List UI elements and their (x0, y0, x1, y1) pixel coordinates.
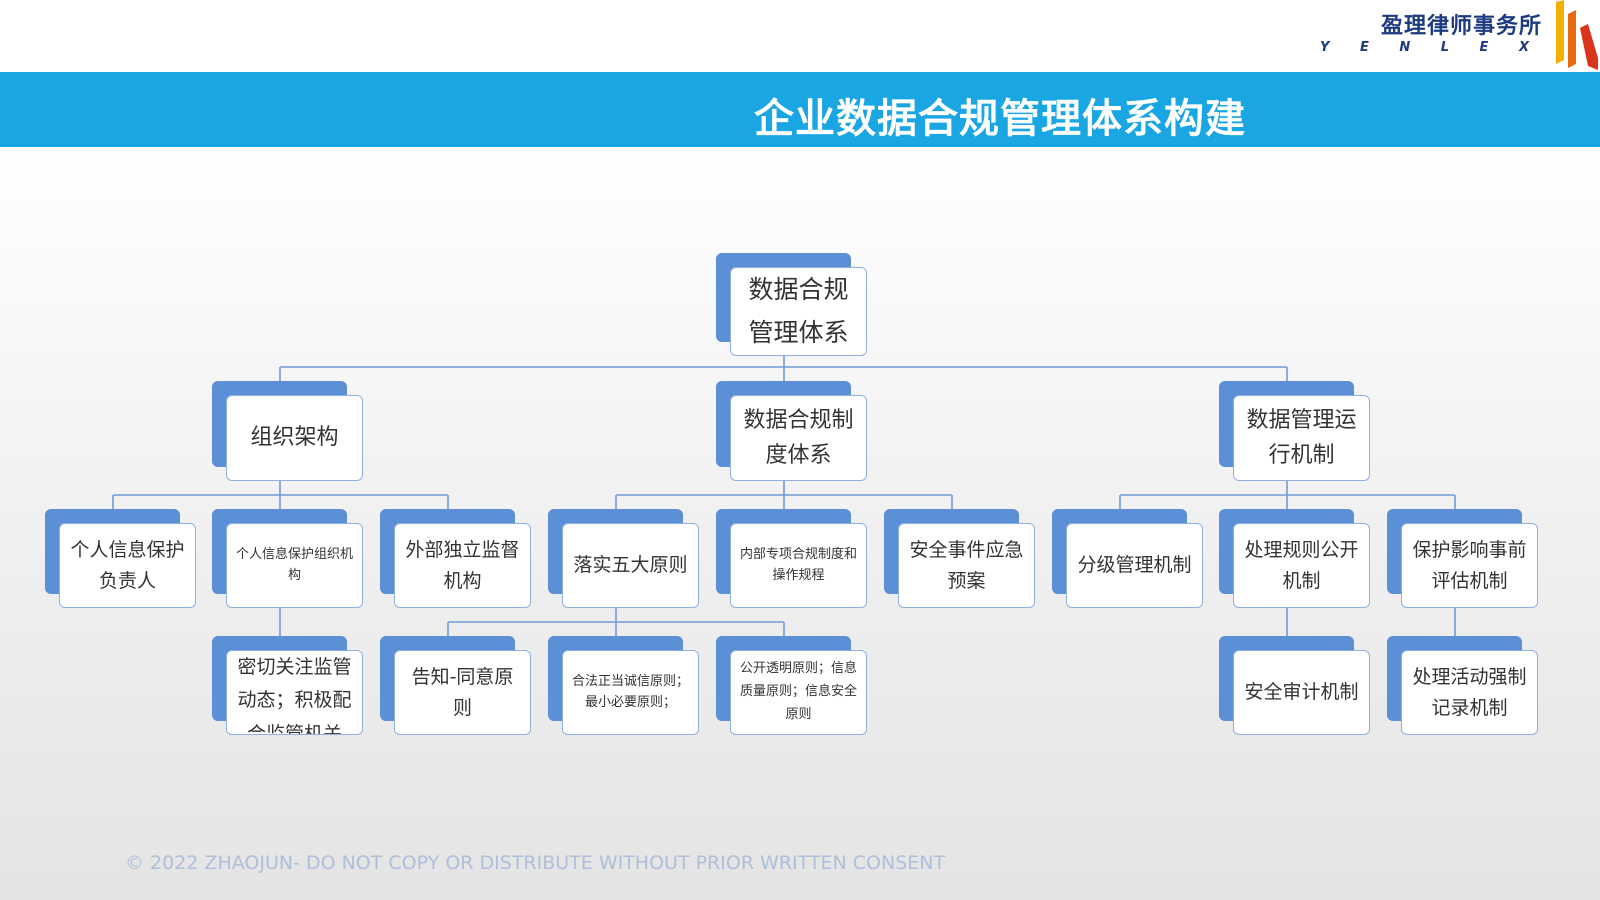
node-label: 数据合规 管理体系 (730, 267, 867, 356)
node-label: 内部专项合规制度和 操作规程 (730, 523, 867, 608)
node-label: 外部独立监督 机构 (394, 523, 531, 608)
node-label: 公开透明原则；信息 质量原则；信息安全 原则 (730, 650, 867, 735)
node-label: 个人信息保护 负责人 (59, 523, 196, 608)
tree-node-pi-officer: 个人信息保护 负责人 (45, 509, 196, 608)
page-title: 企业数据合规管理体系构建 (754, 96, 1246, 142)
tree-node-rules-disclosure: 处理规则公开 机制 (1219, 509, 1370, 608)
node-label: 密切关注监管 动态；积极配 合监管机关 (226, 650, 363, 735)
copyright-notice: © 2022 ZHAOJUN- DO NOT COPY OR DISTRIBUT… (125, 852, 946, 874)
tree-node-transparency-quality: 公开透明原则；信息 质量原则；信息安全 原则 (716, 636, 867, 735)
title-bar: 企业数据合规管理体系构建 (0, 72, 1600, 147)
tree-node-root: 数据合规 管理体系 (716, 253, 867, 356)
tree-node-impact-assessment: 保护影响事前 评估机制 (1387, 509, 1538, 608)
tree-node-incident-plan: 安全事件应急 预案 (884, 509, 1035, 608)
tree-node-internal-rules: 内部专项合规制度和 操作规程 (716, 509, 867, 608)
tree-node-tiered-management: 分级管理机制 (1052, 509, 1203, 608)
logo-mark-icon (1556, 0, 1598, 70)
tree-node-org: 组织架构 (212, 381, 363, 481)
firm-logo: 盈理律师事务所 Y E N L E X (1320, 0, 1600, 72)
tree-node-external-supervision: 外部独立监督 机构 (380, 509, 531, 608)
node-label: 合法正当诚信原则； 最小必要原则； (562, 650, 699, 735)
logo-name-cn: 盈理律师事务所 (1380, 14, 1542, 39)
node-label: 安全审计机制 (1233, 650, 1370, 735)
tree-node-processing-records: 处理活动强制 记录机制 (1387, 636, 1538, 735)
tree-node-pi-organization: 个人信息保护组织机 构 (212, 509, 363, 608)
node-label: 分级管理机制 (1066, 523, 1203, 608)
tree-node-regulator-cooperation: 密切关注监管 动态；积极配 合监管机关 (212, 636, 363, 735)
tree-node-ops: 数据管理运 行机制 (1219, 381, 1370, 481)
node-label: 数据管理运 行机制 (1233, 395, 1370, 481)
header (0, 0, 1600, 72)
tree-node-five-principles: 落实五大原则 (548, 509, 699, 608)
node-label: 安全事件应急 预案 (898, 523, 1035, 608)
node-label: 个人信息保护组织机 构 (226, 523, 363, 608)
node-label: 落实五大原则 (562, 523, 699, 608)
node-label: 告知-同意原 则 (394, 650, 531, 735)
tree-node-lawful-minimal: 合法正当诚信原则； 最小必要原则； (548, 636, 699, 735)
logo-name-en: Y E N L E X (1320, 40, 1542, 55)
node-label: 数据合规制 度体系 (730, 395, 867, 481)
node-label: 组织架构 (226, 395, 363, 481)
tree-node-notice-consent: 告知-同意原 则 (380, 636, 531, 735)
node-label: 处理活动强制 记录机制 (1401, 650, 1538, 735)
node-label: 保护影响事前 评估机制 (1401, 523, 1538, 608)
tree-node-security-audit: 安全审计机制 (1219, 636, 1370, 735)
node-label: 处理规则公开 机制 (1233, 523, 1370, 608)
tree-node-system: 数据合规制 度体系 (716, 381, 867, 481)
